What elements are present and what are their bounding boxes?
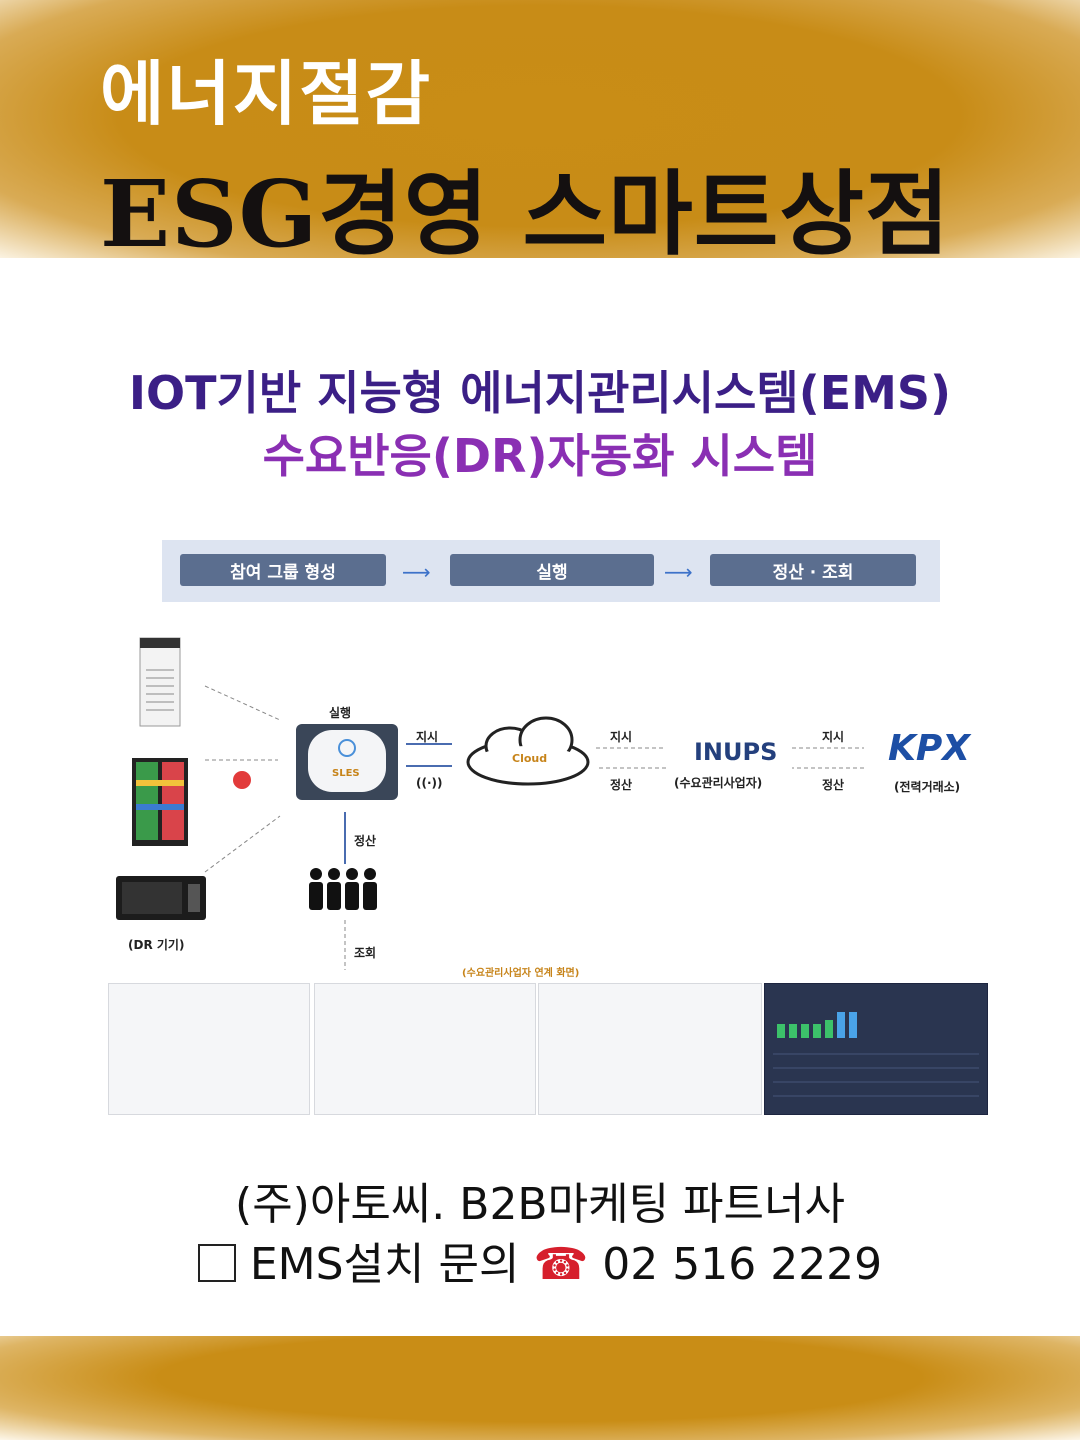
command-label: 지시 [416, 730, 439, 744]
inups-caption: (수요관리사업자) [674, 776, 763, 790]
kpx-logo: KPX [888, 728, 971, 769]
settle-down-label: 정산 [354, 834, 377, 848]
sles-device-icon [296, 724, 398, 800]
users-group-icon [309, 868, 377, 910]
step-execute: 실행 [450, 554, 654, 586]
cloud-label: Cloud [512, 752, 548, 765]
phone-icon: ☎ [533, 1239, 589, 1290]
process-flow: 참여 그룹 형성 ⟶ 실행 ⟶ 정산 · 조회 [162, 540, 940, 602]
step-settle: 정산 · 조회 [710, 554, 916, 586]
screens-caption: (수요관리사업자 연계 화면) [462, 968, 580, 979]
bottom-banner [0, 1336, 1080, 1440]
cloud-icon [466, 716, 590, 786]
refrigerator-icon [132, 758, 188, 846]
screen-dark-chart [764, 983, 988, 1115]
settle-label-2: 정산 [822, 778, 845, 792]
command-label-2: 지시 [610, 730, 633, 744]
wifi-icon: ((·)) [416, 776, 443, 790]
phone-number[interactable]: 02 516 2229 [602, 1239, 883, 1290]
dashboard-screens [108, 975, 988, 1115]
sles-label: SLES [332, 768, 360, 779]
company-line: (주)아토씨. B2B마케팅 파트너사 [235, 1179, 845, 1230]
exec-label: 실행 [329, 706, 352, 720]
dr-devices-label: (DR 기기) [128, 938, 185, 952]
inquiry-label: 조회 [354, 946, 377, 960]
settle-label: 정산 [610, 778, 633, 792]
microwave-icon [116, 876, 206, 920]
inquiry-text: EMS설치 문의 [249, 1239, 520, 1290]
diagram-graphics [116, 637, 864, 970]
contact-line: EMS설치 문의 ☎ 02 516 2229 [0, 1228, 1080, 1292]
subtitle-line-2: 수요반응(DR)자동화 시스템 [262, 429, 818, 483]
system-diagram: 실행 SLES 지시 ((·)) Cloud 지시 정산 INUPS (수요관리… [100, 620, 1000, 980]
subtitle-line-1: IOT기반 지능형 에너지관리시스템(EMS) [128, 366, 952, 420]
arrow-right-icon: ⟶ [664, 560, 693, 584]
banner-line-1: 에너지절감 [100, 53, 432, 135]
screen-monitoring [314, 983, 536, 1115]
step-group: 참여 그룹 형성 [180, 554, 386, 586]
zigbee-icon [233, 771, 251, 789]
arrow-right-icon: ⟶ [402, 560, 431, 584]
inups-logo: INUPS [694, 738, 778, 766]
command-label-3: 지시 [822, 730, 845, 744]
top-banner: 에너지절감 ESG경영 스마트상점 [0, 0, 1080, 268]
screen-table [538, 983, 762, 1115]
checkbox-icon [197, 1244, 236, 1282]
air-conditioner-icon [139, 637, 181, 727]
screen-bars-graphic [773, 1012, 979, 1097]
kpx-caption: (전력거래소) [894, 780, 961, 794]
screen-devices [108, 983, 310, 1115]
banner-line-2: ESG경영 스마트상점 [100, 160, 951, 268]
